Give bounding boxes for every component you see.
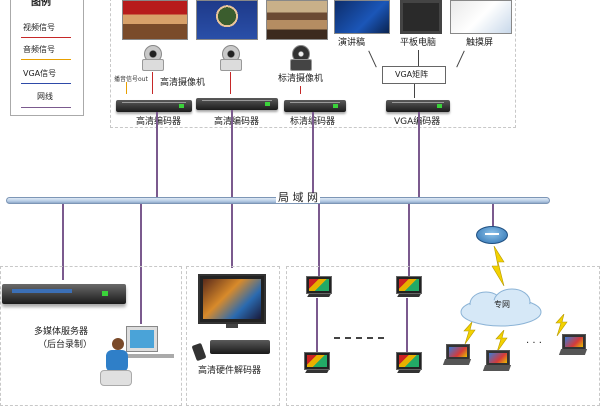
hd-encoder-2-label: 高清编码器 (214, 117, 260, 127)
laptop-ellipsis: . . . (526, 335, 542, 346)
net-link-vga-encoder (418, 112, 420, 200)
hd-camera-1-icon (139, 44, 165, 71)
mic-signal-label: 播音信号out (114, 76, 148, 83)
client-ellipsis-line (334, 337, 384, 339)
hd-camera-label: 高清摄像机 (160, 78, 206, 88)
legend-label-network: 网线 (37, 92, 53, 101)
remote-laptop-3 (558, 334, 588, 358)
net-link-router (492, 204, 494, 230)
vga-matrix-label: VGA矩阵 (395, 70, 429, 79)
private-network-cloud (460, 288, 542, 327)
hd-camera-2-icon (217, 44, 243, 71)
meeting-photo-1 (122, 0, 188, 40)
client-pc-3 (304, 352, 330, 374)
touch-screen-photo (450, 0, 512, 34)
video-arrow-hd-1 (152, 72, 153, 94)
wireless-bolt-2 (463, 322, 476, 344)
legend-line-video (21, 37, 71, 38)
client-pc-2 (396, 276, 422, 298)
server-led (102, 291, 108, 296)
remote-laptop-1 (442, 344, 472, 368)
server-label: 多媒体服务器 (34, 327, 89, 337)
legend-line-network (21, 107, 71, 108)
operator-desk (114, 354, 174, 358)
speaker-photo (196, 0, 258, 40)
client-pc-1 (306, 276, 332, 298)
tablet-label: 平板电脑 (400, 38, 437, 48)
legend-line-audio (21, 59, 71, 60)
legend-panel: 图例 视频信号 音频信号 VGA信号 网线 (10, 0, 84, 116)
net-link-client-1 (318, 204, 320, 278)
meeting-photo-2 (266, 0, 328, 40)
net-link-client-2 (408, 204, 410, 278)
net-link-client-2b (406, 298, 408, 352)
client-pc-4 (396, 352, 422, 374)
video-arrow-hd-2 (230, 72, 231, 94)
touch-screen-label: 触摸屏 (466, 38, 494, 48)
legend-label-video: 视频信号 (23, 23, 55, 32)
private-network-label: 专网 (494, 300, 510, 309)
vga-encoder (386, 100, 450, 112)
net-link-client-1b (316, 298, 318, 352)
decoder-label: 高清硬件解码器 (198, 366, 262, 376)
decoder-display (198, 274, 266, 324)
server-sublabel: （后台录制） (38, 340, 93, 350)
router-icon (476, 226, 508, 244)
decoder-box (210, 340, 270, 354)
legend-label-audio: 音频信号 (23, 45, 55, 54)
legend-title: 图例 (31, 0, 51, 8)
remote-laptop-2 (482, 350, 512, 374)
wireless-bolt-4 (555, 314, 568, 336)
sd-camera-icon (287, 44, 313, 71)
vga-arrow-tablet (418, 50, 419, 68)
lectern-photo (334, 0, 390, 34)
net-link-admin (140, 204, 142, 324)
display-stand (226, 324, 238, 328)
sd-camera-label: 标清摄像机 (278, 74, 324, 84)
video-arrow-sd (300, 86, 301, 94)
net-link-hd-encoder-1 (156, 112, 158, 200)
operator-monitor (126, 326, 158, 352)
operator-chair (100, 370, 132, 386)
audio-arrow-mic (126, 82, 127, 94)
media-server (2, 284, 126, 304)
hd-encoder-1 (116, 100, 192, 112)
lan-label: 局 域 网 (276, 191, 320, 204)
clients-area (286, 266, 600, 406)
operator-figure (92, 322, 182, 400)
vga-encoder-label: VGA编码器 (394, 117, 440, 127)
hd-encoder-2 (196, 98, 278, 110)
server-panel (12, 289, 72, 293)
hd-encoder-1-label: 高清编码器 (136, 117, 182, 127)
operator-head (112, 338, 124, 350)
vga-matrix-to-encoder (414, 84, 415, 98)
lectern-label: 演讲稿 (338, 38, 366, 48)
vga-matrix-box: VGA矩阵 (382, 66, 446, 84)
legend-label-vga: VGA信号 (23, 69, 57, 78)
operator-body (106, 350, 128, 372)
wireless-bolt-1 (492, 246, 505, 286)
net-link-sd-encoder (312, 112, 314, 200)
tablet-photo (400, 0, 442, 34)
wireless-bolt-3 (495, 330, 508, 352)
net-link-decoder (231, 204, 233, 268)
net-link-hd-encoder-2 (231, 110, 233, 200)
net-link-server (62, 204, 64, 280)
legend-line-vga (21, 83, 71, 84)
sd-encoder (284, 100, 346, 112)
